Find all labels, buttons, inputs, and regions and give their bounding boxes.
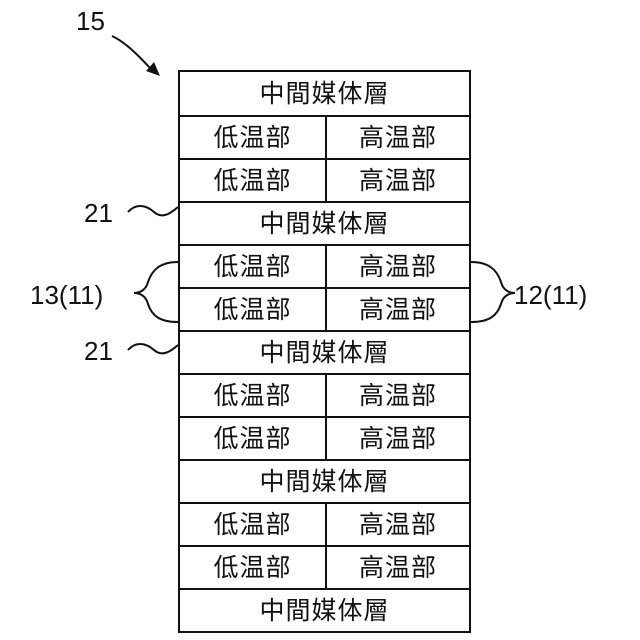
arrow-15 bbox=[112, 36, 150, 68]
brace-12-11 bbox=[471, 262, 515, 322]
brace-13-11 bbox=[134, 262, 178, 322]
leader-21-lower bbox=[128, 344, 178, 353]
arrow-15-head bbox=[146, 62, 160, 76]
leader-21-upper bbox=[128, 206, 178, 215]
